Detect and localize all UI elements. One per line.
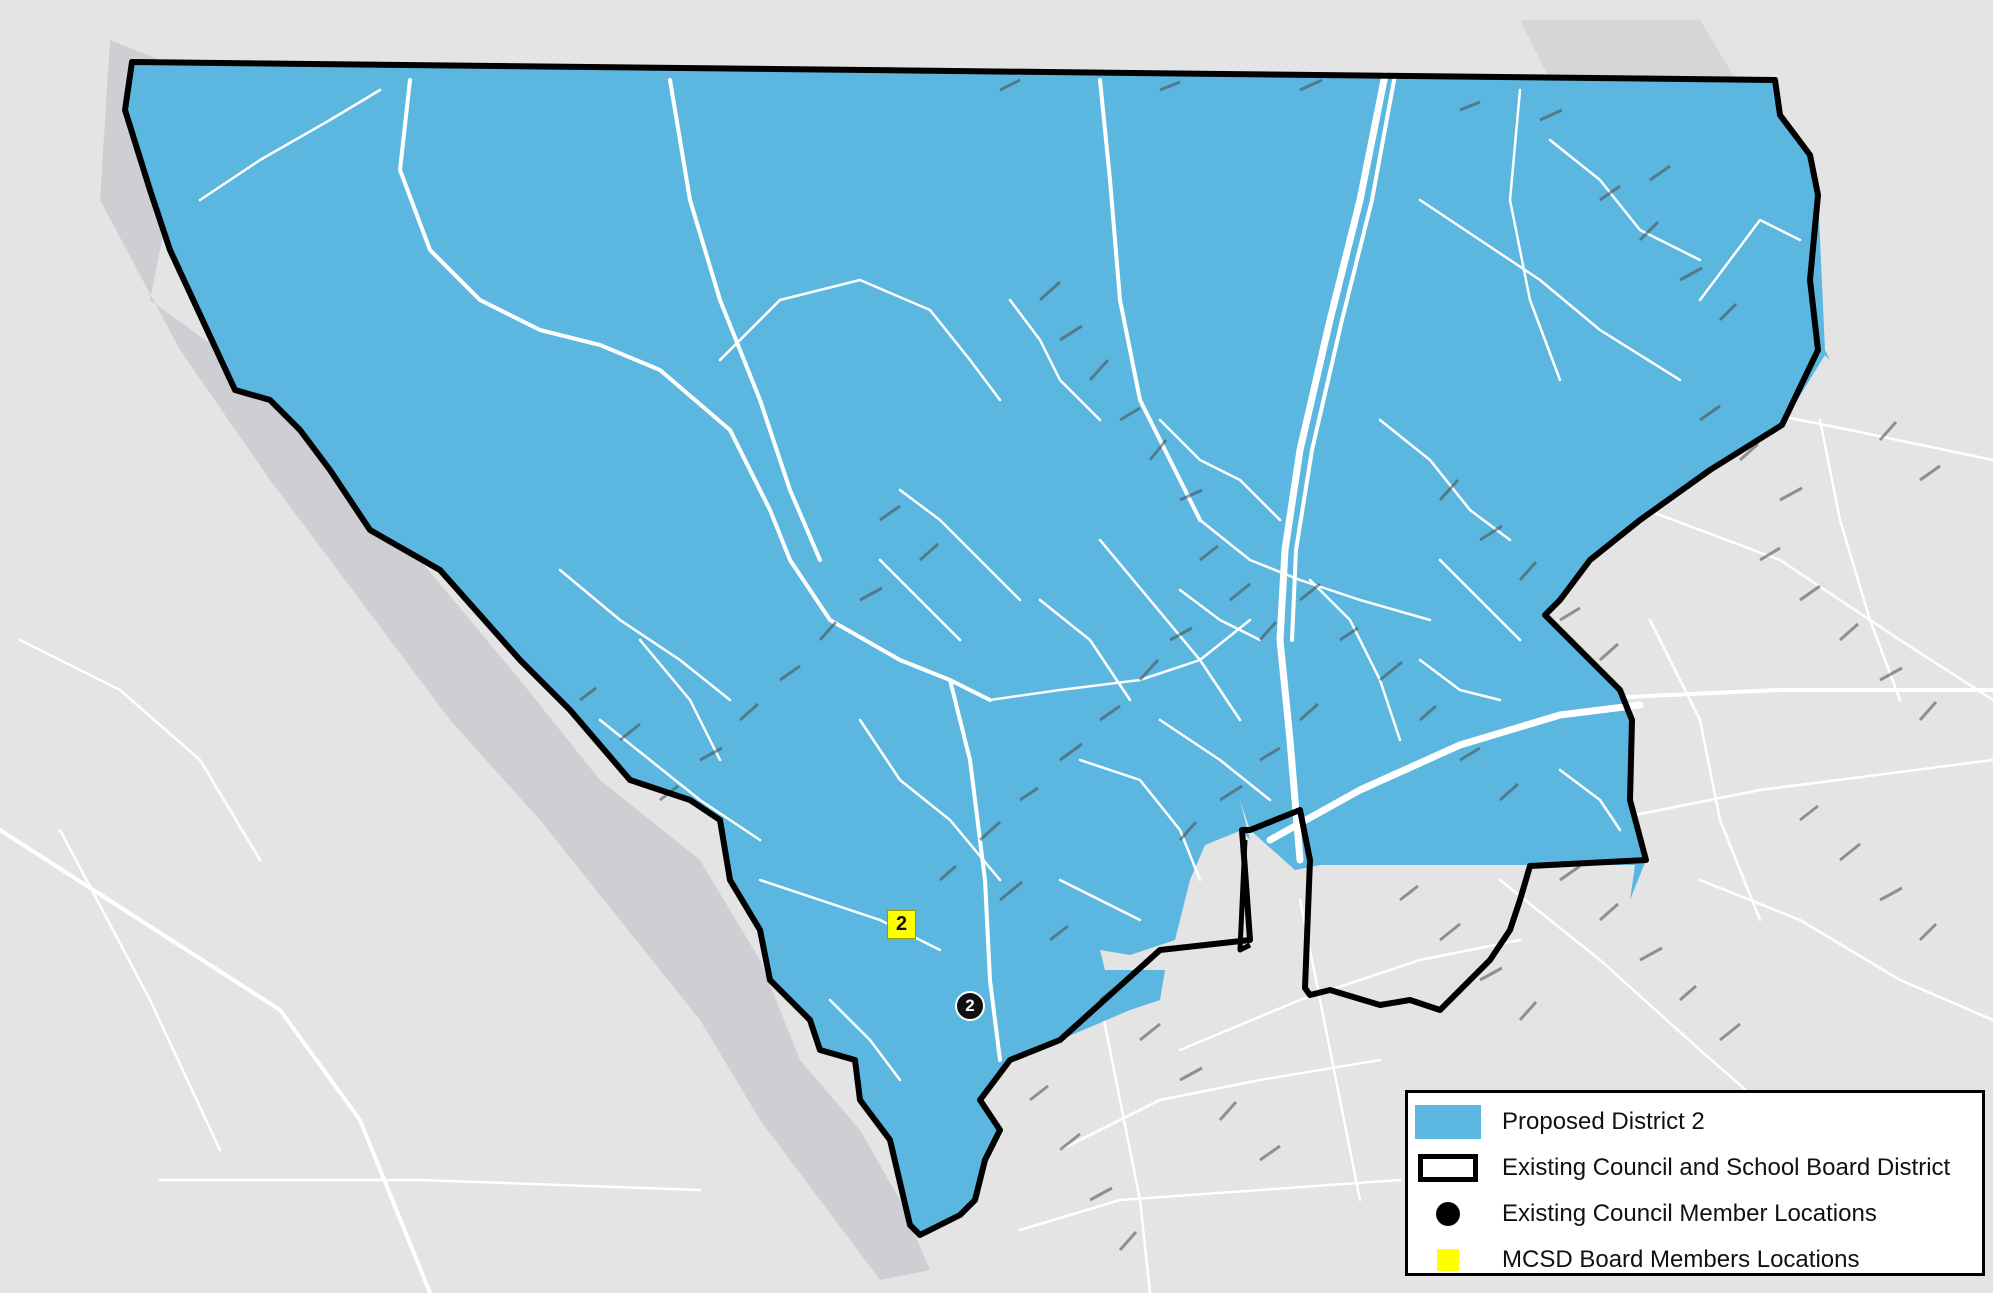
boundary-inner-segment (1237, 839, 1252, 953)
legend-label: Proposed District 2 (1502, 1108, 1705, 1135)
legend-circle-icon (1436, 1202, 1460, 1226)
legend-item-board-member: MCSD Board Members Locations (1408, 1237, 1982, 1283)
terrain-shade (100, 40, 930, 1280)
map-legend: Proposed District 2 Existing Council and… (1405, 1090, 1985, 1276)
legend-square-icon (1437, 1249, 1459, 1271)
legend-label: MCSD Board Members Locations (1502, 1246, 1860, 1273)
legend-item-existing-district: Existing Council and School Board Distri… (1408, 1145, 1982, 1191)
street-label-texture (579, 78, 1941, 1251)
legend-label: Existing Council and School Board Distri… (1502, 1154, 1951, 1181)
legend-item-council-member: Existing Council Member Locations (1408, 1191, 1982, 1237)
mcsd-board-member-marker[interactable]: 2 (887, 910, 916, 939)
legend-outline-swatch (1418, 1154, 1478, 1182)
legend-label: Existing Council Member Locations (1502, 1200, 1877, 1227)
legend-fill-swatch (1415, 1105, 1481, 1139)
existing-district-boundary (122, 59, 1821, 1238)
district-2-area[interactable] (125, 62, 1830, 1235)
legend-item-proposed-district: Proposed District 2 (1408, 1099, 1982, 1145)
council-member-marker[interactable]: 2 (955, 991, 985, 1021)
district-roads (198, 71, 1802, 1082)
